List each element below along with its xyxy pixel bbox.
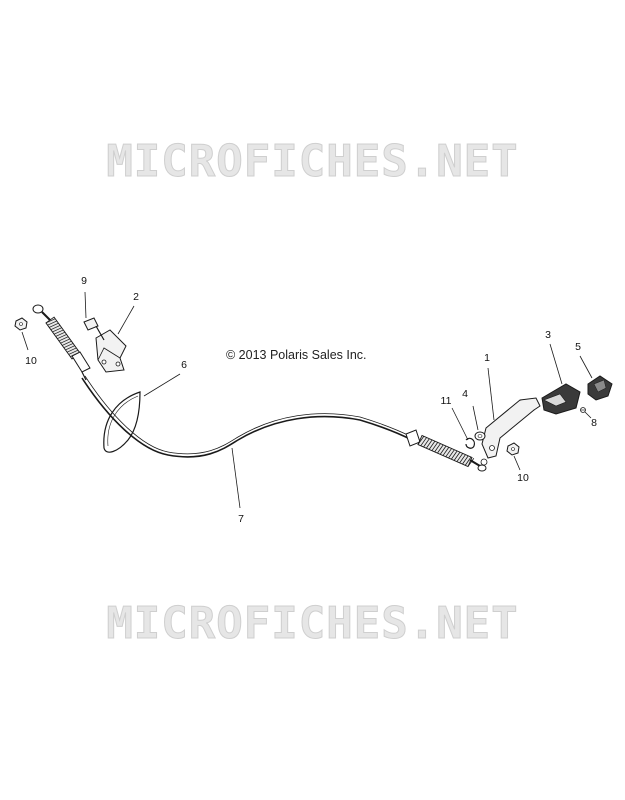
right-spring-coil (464, 456, 472, 466)
left-spring-coil (58, 336, 69, 342)
left-spring-coil (47, 320, 58, 326)
callout-9: 9 (81, 275, 87, 287)
leader-2 (117, 305, 135, 335)
right-spring-coil (417, 435, 425, 445)
right-spring-coil (450, 450, 458, 460)
leader-3 (549, 343, 563, 385)
knob-cap (587, 375, 613, 401)
right-spring-coil (437, 444, 444, 454)
left-spring-coil (52, 327, 62, 333)
callout-10-right: 10 (517, 472, 529, 484)
callout-5: 5 (575, 341, 581, 353)
leader-lines (21, 291, 593, 509)
bracket-left (95, 329, 127, 373)
left-spring-coil (68, 349, 79, 355)
left-spring-coil (60, 338, 71, 344)
right-spring-coil (467, 457, 475, 467)
cable-tie (103, 391, 141, 453)
right-spring-coil (425, 439, 433, 449)
right-spring-coil (442, 446, 450, 456)
leader-7 (231, 447, 241, 509)
right-spring-coil (420, 437, 427, 447)
leader-11 (451, 407, 469, 441)
callout-7: 7 (238, 513, 244, 525)
leader-10b (513, 455, 521, 471)
callout-3: 3 (545, 329, 551, 341)
right-spring-coil (456, 453, 464, 462)
callout-4: 4 (462, 388, 468, 400)
watermark-top: MICROFICHES.NET (106, 136, 519, 188)
leader-10a (21, 331, 29, 351)
right-spring-coil (423, 438, 430, 448)
right-spring-coil (459, 454, 466, 464)
callout-2: 2 (133, 291, 139, 303)
right-spring-coil (462, 455, 469, 465)
leader-4 (472, 405, 479, 431)
screw-knob (580, 407, 586, 413)
leader-5 (579, 355, 593, 379)
right-spring-coil (431, 442, 439, 451)
left-spring-coil (50, 325, 61, 331)
left-spring-coil (62, 340, 72, 346)
left-spring-coil (65, 345, 75, 351)
right-spring-coil (439, 445, 447, 455)
watermark-bottom: MICROFICHES.NET (106, 598, 519, 650)
shift-lever (480, 397, 541, 466)
right-cable-end (405, 429, 487, 472)
knob-body (541, 383, 581, 415)
leader-9 (84, 291, 87, 319)
right-spring-coil (448, 449, 455, 459)
leader-1 (487, 367, 495, 421)
left-spring-coil (53, 329, 64, 335)
left-spring-coil (57, 334, 67, 340)
washer (474, 431, 486, 441)
callout-11: 11 (440, 395, 452, 407)
left-spring-coil (45, 318, 56, 324)
left-spring-coil (49, 322, 59, 328)
nut-right (506, 442, 520, 456)
left-spring-coil (66, 347, 77, 353)
cable-main (81, 377, 413, 458)
copyright-notice: © 2013 Polaris Sales Inc. (226, 348, 367, 362)
clip (465, 437, 475, 449)
right-spring-coil (428, 440, 436, 450)
callout-8: 8 (591, 417, 597, 429)
nut-left (14, 317, 28, 331)
right-spring-coil (445, 448, 452, 458)
callout-6: 6 (181, 359, 187, 371)
left-cable-end (32, 304, 91, 381)
cable-main-inner (84, 375, 413, 455)
callout-10-left: 10 (25, 355, 37, 367)
leader-8 (584, 411, 592, 419)
bolt-left (83, 317, 105, 341)
right-spring-coil (434, 443, 441, 453)
left-spring-coil (55, 331, 66, 337)
callout-1: 1 (484, 352, 490, 364)
leader-6 (143, 373, 181, 397)
cable-tie-inner (107, 395, 139, 447)
left-spring-coil (63, 343, 74, 349)
right-spring-coil (453, 451, 461, 461)
